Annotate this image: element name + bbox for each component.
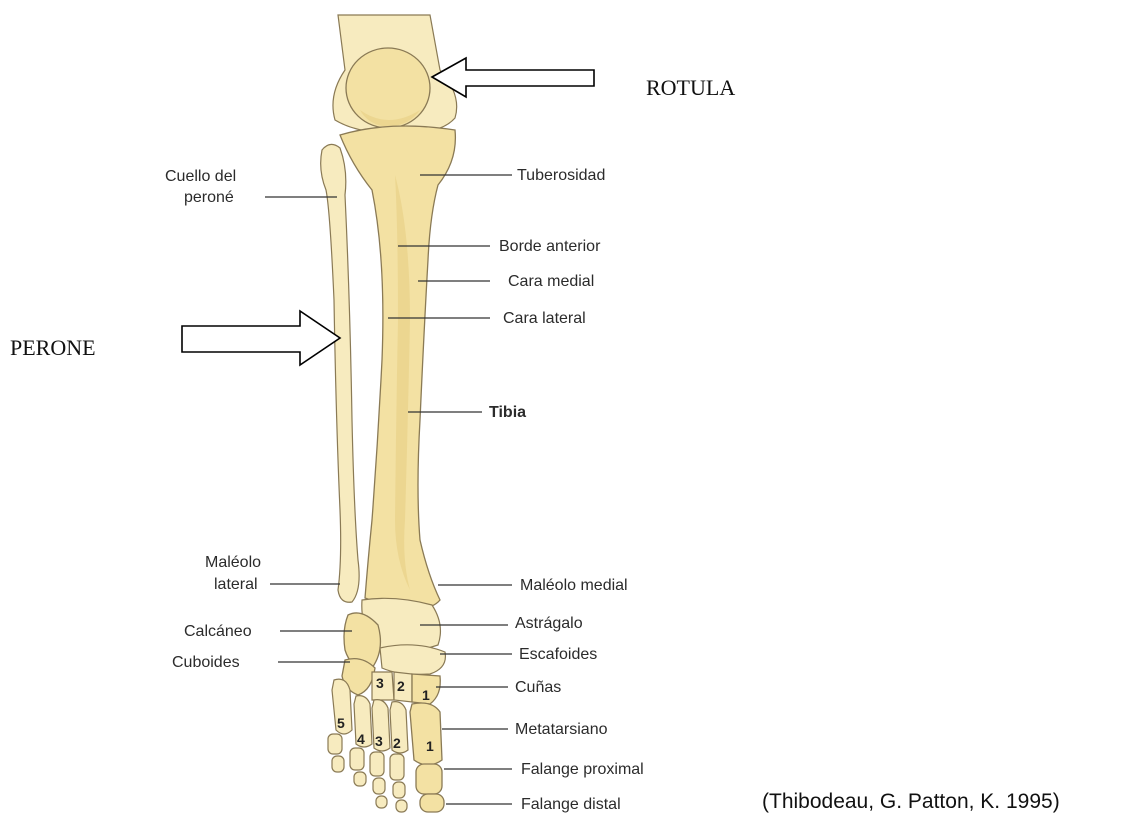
- rotula-arrow: [432, 58, 594, 97]
- borde-anterior-label: Borde anterior: [499, 238, 601, 255]
- cunas-label: Cuñas: [515, 679, 561, 696]
- metatarsal-1: [410, 703, 442, 765]
- cuboides-label: Cuboides: [172, 654, 240, 671]
- cuneiform-number-1: 1: [422, 687, 430, 703]
- tibia-label: Tibia: [489, 404, 526, 421]
- fibula: [321, 144, 359, 602]
- astragalo-label: Astrágalo: [515, 615, 583, 632]
- cuneiform-number-3: 3: [376, 675, 384, 691]
- maleolo-lateral-label-line1: Maléolo: [205, 554, 261, 571]
- cara-lateral-label: Cara lateral: [503, 310, 586, 327]
- metatarsal-number-4: 4: [357, 731, 365, 747]
- cuello-del-perone-label-line1: Cuello del: [165, 168, 236, 185]
- maleolo-medial-label: Maléolo medial: [520, 577, 628, 594]
- rotula-label: ROTULA: [646, 75, 735, 100]
- escafoides-label: Escafoides: [519, 646, 597, 663]
- cuneiform-number-2: 2: [397, 678, 405, 694]
- patella: [346, 48, 430, 128]
- perone-arrow: [182, 311, 340, 365]
- metatarsal-number-1: 1: [426, 738, 434, 754]
- perone-label: PERONE: [10, 335, 96, 360]
- falange-distal-label: Falange distal: [521, 796, 621, 813]
- tuberosidad-label: Tuberosidad: [517, 167, 605, 184]
- leg-illustration: 3 2 1 5 4 3 2 1: [321, 15, 457, 812]
- metatarsal-number-3: 3: [375, 733, 383, 749]
- cuello-del-perone-label-line2: peroné: [184, 189, 234, 206]
- navicular: [380, 645, 445, 675]
- cara-medial-label: Cara medial: [508, 273, 594, 290]
- calcaneo-label: Calcáneo: [184, 623, 252, 640]
- maleolo-lateral-label-line2: lateral: [214, 576, 258, 593]
- metatarsiano-label: Metatarsiano: [515, 721, 608, 738]
- citation: (Thibodeau, G. Patton, K. 1995): [762, 790, 1060, 813]
- falange-proximal-label: Falange proximal: [521, 761, 644, 778]
- metatarsal-number-5: 5: [337, 715, 345, 731]
- metatarsal-number-2: 2: [393, 735, 401, 751]
